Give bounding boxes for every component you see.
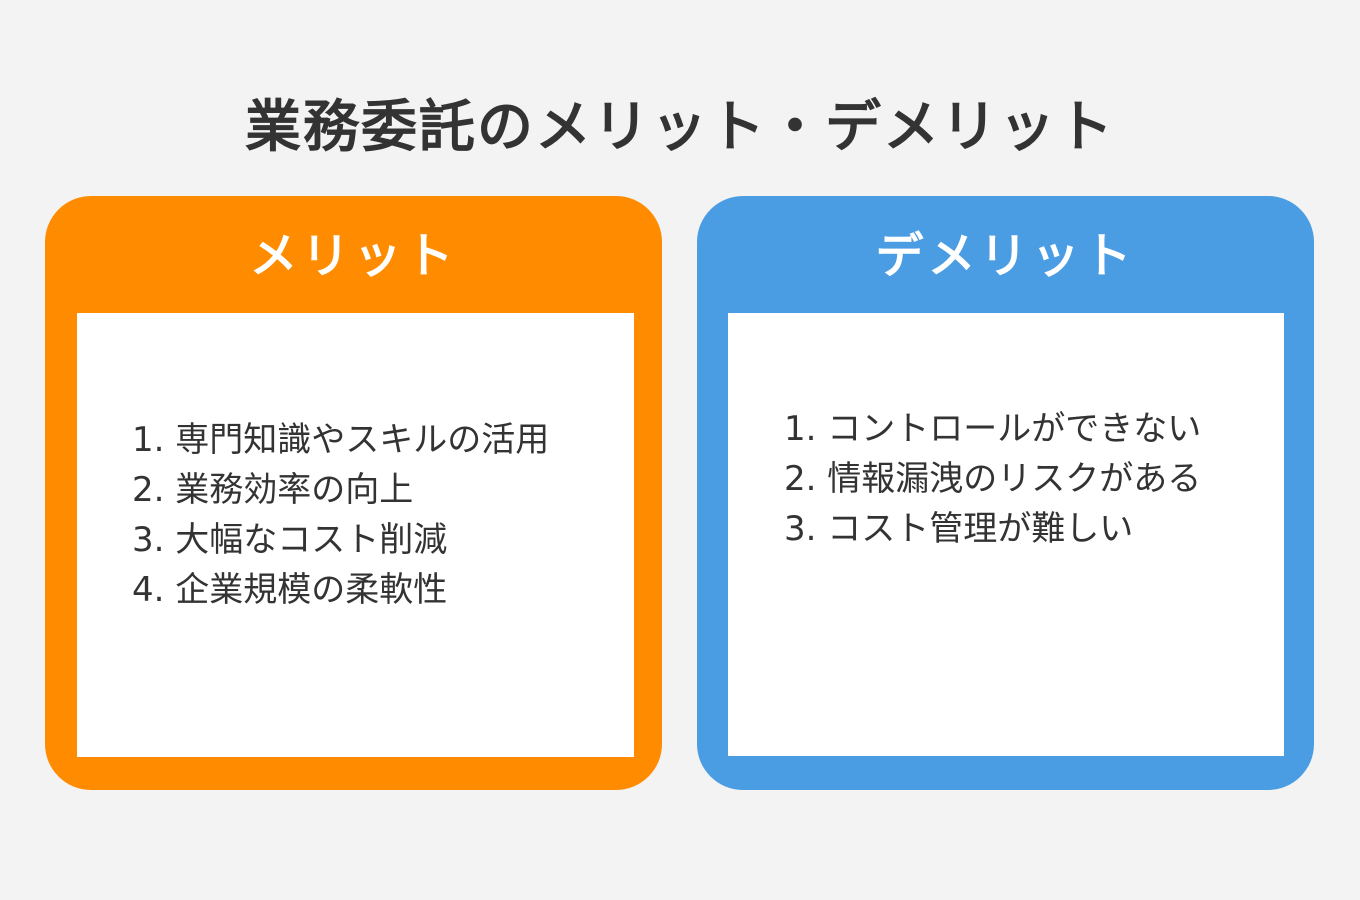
merit-item: 2. 業務効率の向上 (132, 470, 414, 510)
demerit-body: 1. コントロールができない 2. 情報漏洩のリスクがある 3. コスト管理が難… (728, 313, 1284, 756)
merit-list: 1. 専門知識やスキルの活用 2. 業務効率の向上 3. 大幅なコスト削減 4.… (132, 415, 549, 615)
merit-item: 3. 大幅なコスト削減 (132, 520, 448, 560)
merit-card: メリット 1. 専門知識やスキルの活用 2. 業務効率の向上 3. 大幅なコスト… (45, 196, 662, 790)
page-title: 業務委託のメリット・デメリット (245, 95, 1115, 160)
merit-item: 1. 専門知識やスキルの活用 (132, 420, 550, 460)
demerit-list: 1. コントロールができない 2. 情報漏洩のリスクがある 3. コスト管理が難… (784, 404, 1201, 554)
demerit-card: デメリット 1. コントロールができない 2. 情報漏洩のリスクがある 3. コ… (697, 196, 1314, 790)
demerit-item: 3. コスト管理が難しい (784, 509, 1134, 549)
merit-body: 1. 専門知識やスキルの活用 2. 業務効率の向上 3. 大幅なコスト削減 4.… (77, 313, 634, 757)
demerit-item: 1. コントロールができない (784, 409, 1202, 449)
merit-item: 4. 企業規模の柔軟性 (132, 570, 448, 610)
merit-heading: メリット (249, 228, 458, 284)
demerit-item: 2. 情報漏洩のリスクがある (784, 459, 1202, 499)
demerit-heading: デメリット (875, 228, 1136, 284)
